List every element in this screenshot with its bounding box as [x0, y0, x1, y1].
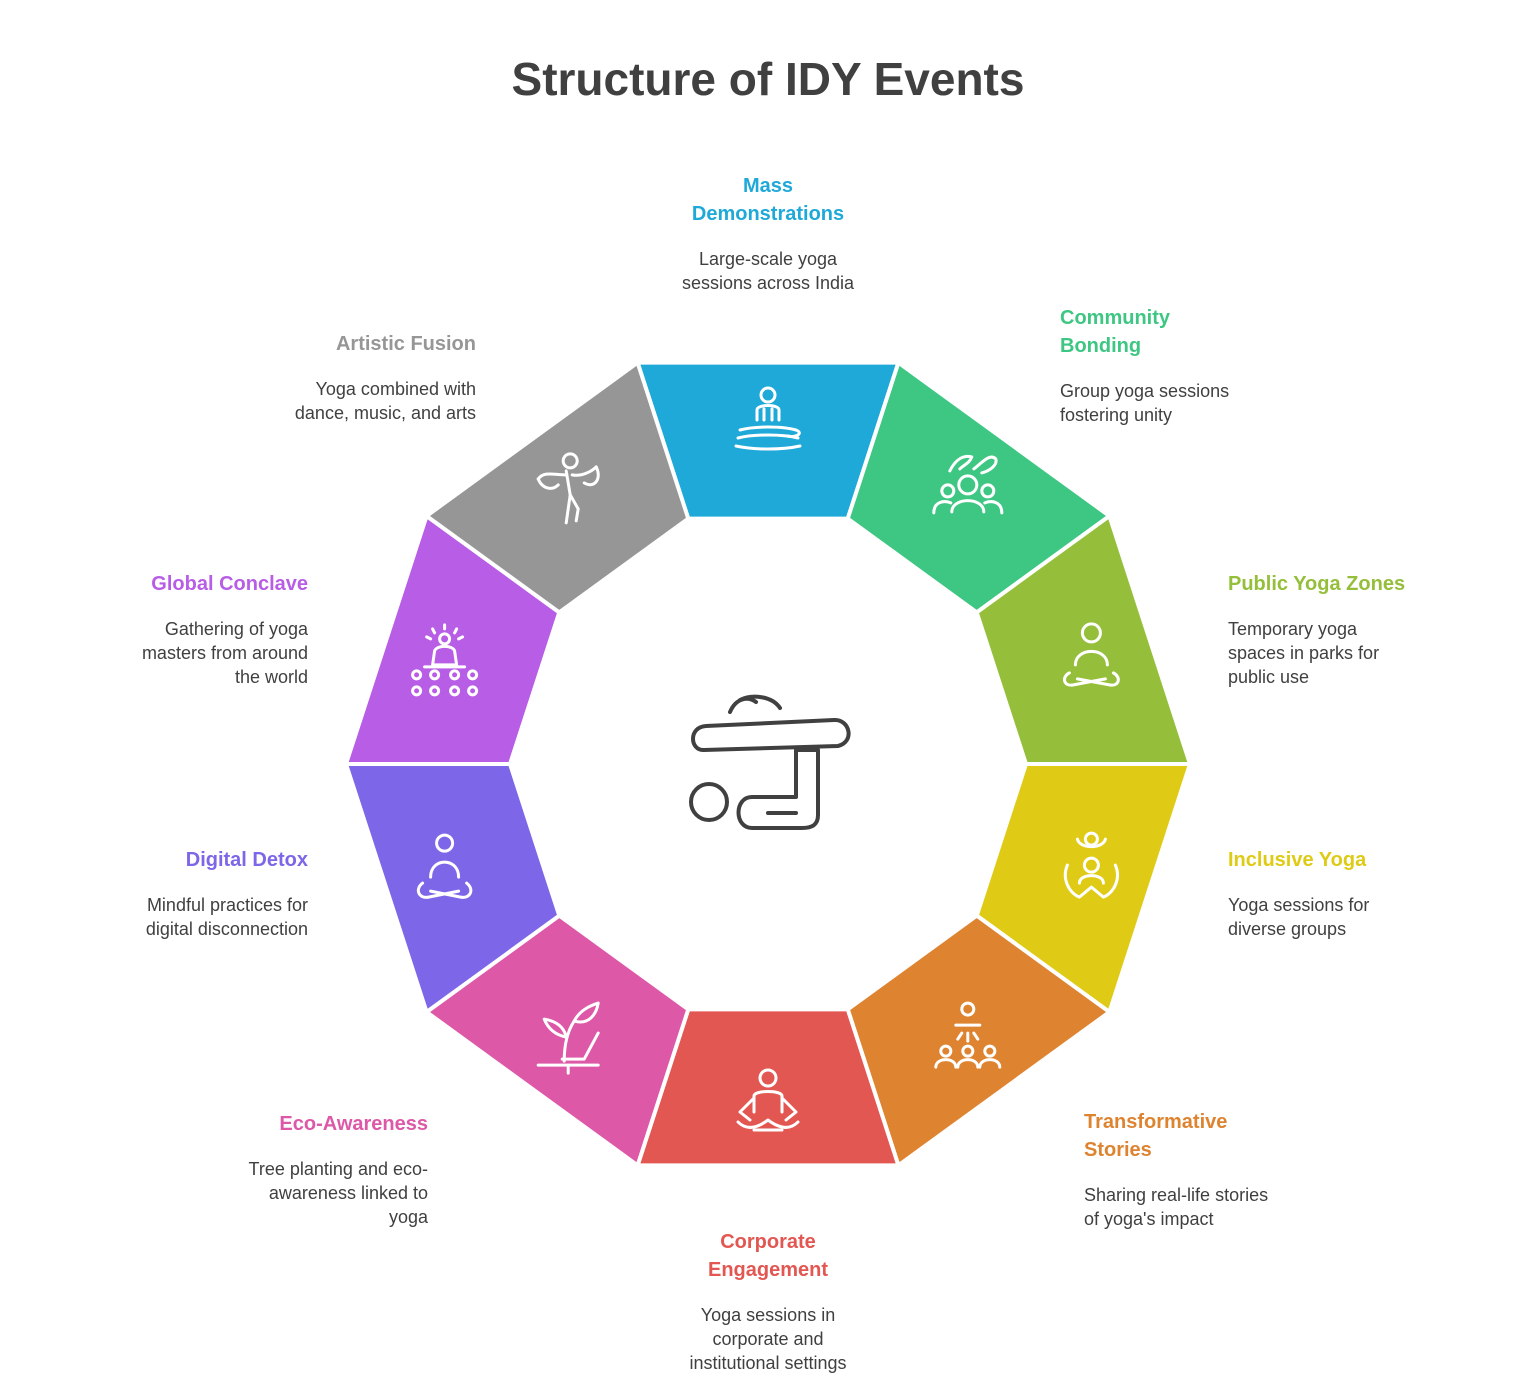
label-description-line: Mindful practices for	[146, 895, 308, 915]
label-description-line: Temporary yoga	[1228, 619, 1358, 639]
label-description-line: Sharing real-life stories	[1084, 1185, 1269, 1205]
label-description-line: Yoga combined with	[315, 379, 476, 399]
label-description-line: Tree planting and eco-	[248, 1159, 428, 1179]
label-description-line: public use	[1228, 667, 1310, 687]
label-description-line: dance, music, and arts	[294, 403, 476, 423]
label-title: Artistic Fusion	[176, 330, 476, 358]
label-title-line: Stories	[1084, 1139, 1152, 1161]
label-description: Temporary yoga spaces in parks for public …	[1228, 617, 1528, 689]
speaker-audience-icon	[934, 1001, 1002, 1069]
label-description-line: institutional settings	[689, 1353, 847, 1373]
label-description: Sharing real-life stories of yoga's impac…	[1084, 1183, 1384, 1231]
label-description-line: spaces in parks for	[1228, 643, 1380, 663]
label-title-line: Corporate	[720, 1231, 816, 1253]
label-description-line: Group yoga sessions	[1060, 381, 1230, 401]
meditation-icon	[416, 833, 473, 899]
lotus-pose-icon	[736, 1068, 800, 1132]
label-description-line: yoga	[388, 1207, 428, 1227]
label-title-line: Transformative	[1084, 1111, 1228, 1133]
meditation-waves-icon	[734, 386, 802, 451]
label-title: Digital Detox	[8, 846, 308, 874]
label-title: Global Conclave	[8, 570, 308, 598]
seated-yoga-icon	[1063, 622, 1120, 687]
label-description-line: Large-scale yoga	[698, 249, 838, 269]
group-icon	[932, 454, 1004, 515]
label-title-line: Eco-Awareness	[279, 1113, 428, 1135]
label-description-line: the world	[234, 667, 308, 687]
dancer-icon	[536, 452, 600, 525]
label-description: Large-scale yoga sessions across India	[618, 247, 918, 295]
label-title-line: Inclusive Yoga	[1228, 849, 1367, 871]
label-title-line: Bonding	[1060, 335, 1142, 357]
page-title: Structure of IDY Events	[511, 53, 1025, 105]
inclusive-yoga-icon	[1063, 831, 1119, 899]
label-description-line: of yoga's impact	[1084, 1209, 1214, 1229]
label-title-line: Public Yoga Zones	[1228, 573, 1406, 595]
label-description-line: Gathering of yoga	[164, 619, 308, 639]
label-description-line: corporate and	[712, 1329, 824, 1349]
label-description-line: diverse groups	[1228, 919, 1347, 939]
label-title: Inclusive Yoga	[1228, 846, 1528, 874]
label-description-line: masters from around	[141, 643, 308, 663]
yoga-pose-icon	[689, 694, 851, 830]
label-title-line: Demonstrations	[691, 203, 845, 225]
label-description: Mindful practices for digital disconnecti…	[8, 893, 308, 941]
label-description: Gathering of yoga masters from around the …	[8, 617, 308, 689]
label-description-line: digital disconnection	[145, 919, 308, 939]
label-description: Group yoga sessions fostering unity	[1060, 379, 1360, 427]
label-description: Yoga sessions for diverse groups	[1228, 893, 1528, 941]
label-title-line: Global Conclave	[151, 573, 308, 595]
label-title-line: Artistic Fusion	[335, 333, 476, 355]
label-description: Yoga combined with dance, music, and arts	[176, 377, 476, 425]
label-description-line: Yoga sessions for	[1228, 895, 1370, 915]
label-description-line: Yoga sessions in	[700, 1305, 836, 1325]
label-description: Tree planting and eco-awareness linked t…	[128, 1157, 428, 1229]
label-description-line: fostering unity	[1060, 405, 1173, 425]
label-title: Public Yoga Zones	[1228, 570, 1528, 598]
label-description: Yoga sessions in corporate and institution…	[618, 1303, 918, 1375]
label-title-line: Mass	[742, 175, 794, 197]
label-title-line: Community	[1060, 307, 1170, 329]
label-title-line: Digital Detox	[185, 849, 308, 871]
label-title: Eco-Awareness	[128, 1110, 428, 1138]
plant-hand-icon	[536, 1001, 600, 1075]
label-title-line: Engagement	[707, 1259, 829, 1281]
label-description-line: awareness linked to	[268, 1183, 428, 1203]
label-description-line: sessions across India	[681, 273, 855, 293]
gathering-icon	[411, 623, 479, 697]
